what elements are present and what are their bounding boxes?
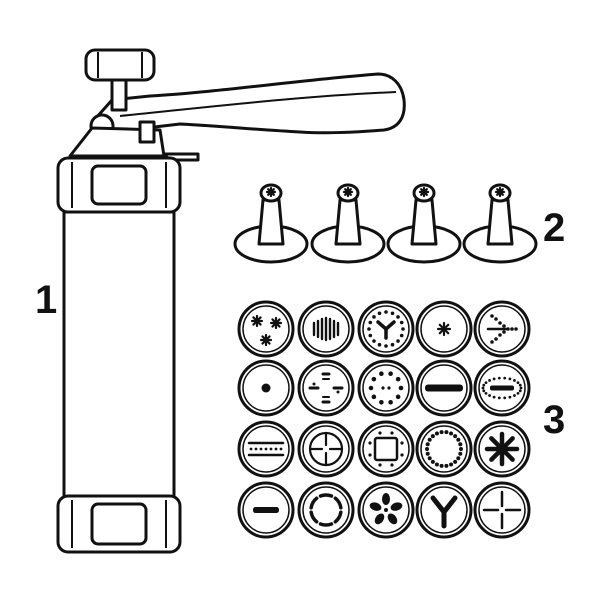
disc-y-dotted-ring [357,300,415,358]
plunger-rod [110,78,128,112]
lever-inner-line [119,91,397,117]
disc-dotted-ring [357,359,415,417]
press-barrel [62,210,176,500]
disc-small-star [415,300,473,358]
shape-discs [237,300,531,539]
disc-dotted-oval-bar [473,359,531,417]
callout-3: 3 [543,398,566,442]
disc-bead-ring [415,420,473,478]
star-tip-2 [310,183,386,264]
callout-1: 1 [35,278,58,322]
disc-segmented-ring [297,481,355,539]
disc-single-dot [237,359,295,417]
disc-pinwheel [357,481,415,539]
disc-vertical-lines-oval [297,300,355,358]
star-tip-4 [462,183,538,264]
disc-horizontal-bar-notched [415,359,473,417]
disc-cross-dashes [297,359,355,417]
disc-arrow-dots [473,300,531,358]
disc-double-dashed-lines [237,420,295,478]
disc-three-flowers [237,300,295,358]
star-tip-1 [233,183,309,264]
plunger-knob [84,48,156,82]
press-lever [94,72,406,138]
cookie-press [56,48,406,554]
star-tip-3 [386,183,462,264]
disc-dotted-square [357,420,415,478]
disc-single-bar [237,481,295,539]
disc-cross-lines [473,481,531,539]
disc-y-shape [415,481,473,539]
disc-quartered-circle [297,420,355,478]
disc-asterisk [473,420,531,478]
callout-2: 2 [543,206,566,250]
piping-tips [233,183,538,264]
